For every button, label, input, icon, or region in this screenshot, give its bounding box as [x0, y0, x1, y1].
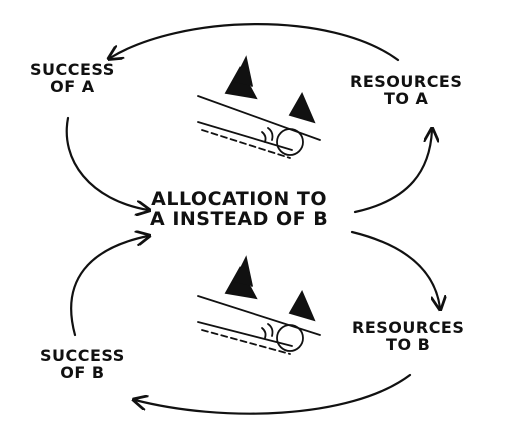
arrow-success-a-to-allocation	[65, 116, 148, 210]
node-resources-to-a-line2: TO A	[383, 88, 429, 108]
node-resources-to-a: RESOURCES TO A	[350, 72, 463, 108]
arrow-allocation-to-resources-a	[353, 130, 432, 214]
node-success-of-b: SUCCESS OF B	[40, 346, 125, 382]
node-resources-to-b-line1: RESOURCES	[352, 318, 465, 337]
node-allocation-line1: ALLOCATION TO	[151, 188, 328, 210]
node-success-of-a-line1: SUCCESS	[30, 60, 115, 79]
arrow-resources-a-to-success-a	[110, 23, 400, 60]
arrow-resources-b-to-success-b	[135, 373, 412, 415]
snowball-hill-icon	[197, 55, 321, 159]
node-resources-to-b-line2: TO B	[386, 334, 431, 354]
snowball-hill-icon	[197, 255, 321, 355]
node-resources-to-b: RESOURCES TO B	[352, 318, 465, 354]
arrow-allocation-to-resources-b	[350, 230, 440, 308]
node-resources-to-a-line1: RESOURCES	[350, 72, 463, 91]
node-allocation: ALLOCATION TO A INSTEAD OF B	[150, 188, 329, 230]
node-success-of-b-line2: OF B	[60, 362, 105, 382]
arrow-success-b-to-allocation	[70, 236, 148, 337]
node-allocation-line2: A INSTEAD OF B	[150, 207, 329, 230]
node-success-of-a: SUCCESS OF A	[30, 60, 115, 96]
node-success-of-b-line1: SUCCESS	[40, 346, 125, 365]
node-success-of-a-line2: OF A	[50, 76, 95, 96]
